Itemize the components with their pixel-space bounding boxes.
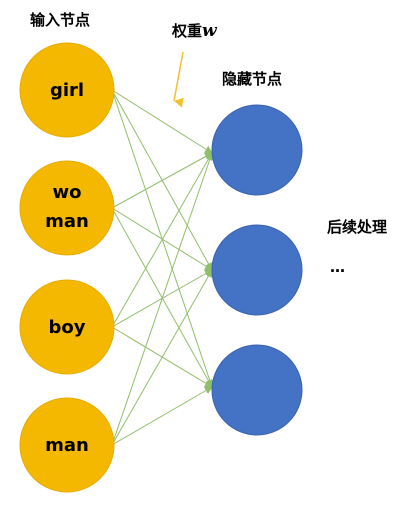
input-node-woman-label-line2: man xyxy=(45,211,89,232)
hidden-layer xyxy=(211,104,303,436)
hidden-nodes-title: 隐藏节点 xyxy=(222,70,282,88)
weight-label-text: 权重 xyxy=(171,22,202,40)
edge-input-4-to-hidden-1 xyxy=(111,152,214,446)
edge-input-4-to-hidden-3 xyxy=(111,386,213,446)
hidden-node-3 xyxy=(211,344,303,436)
weight-variable: w xyxy=(202,21,218,41)
weight-label: 权重w xyxy=(171,21,218,41)
input-node-boy xyxy=(19,279,115,375)
edge-input-2-to-hidden-1 xyxy=(111,152,213,209)
input-node-man-label: man xyxy=(45,435,89,456)
ellipsis-label: … xyxy=(330,258,345,276)
edge-input-4-to-hidden-2 xyxy=(111,269,213,446)
input-node-woman xyxy=(19,160,115,256)
input-node-boy-label: boy xyxy=(49,317,86,338)
edge-input-1-to-hidden-1 xyxy=(111,89,213,154)
input-layer: girl wo man boy man xyxy=(19,42,115,493)
input-node-man xyxy=(19,397,115,493)
input-node-woman-label-line1: wo xyxy=(53,182,82,203)
input-node-girl xyxy=(19,42,115,138)
edge-input-3-to-hidden-1 xyxy=(111,152,213,328)
post-processing-label: 后续处理 xyxy=(327,218,387,236)
weight-pointer-arrow xyxy=(173,51,184,108)
connection-edges xyxy=(111,89,214,446)
hidden-node-2 xyxy=(211,224,303,316)
input-node-girl-label: girl xyxy=(50,80,84,101)
input-nodes-title: 输入节点 xyxy=(30,11,90,29)
hidden-node-1 xyxy=(211,104,303,196)
